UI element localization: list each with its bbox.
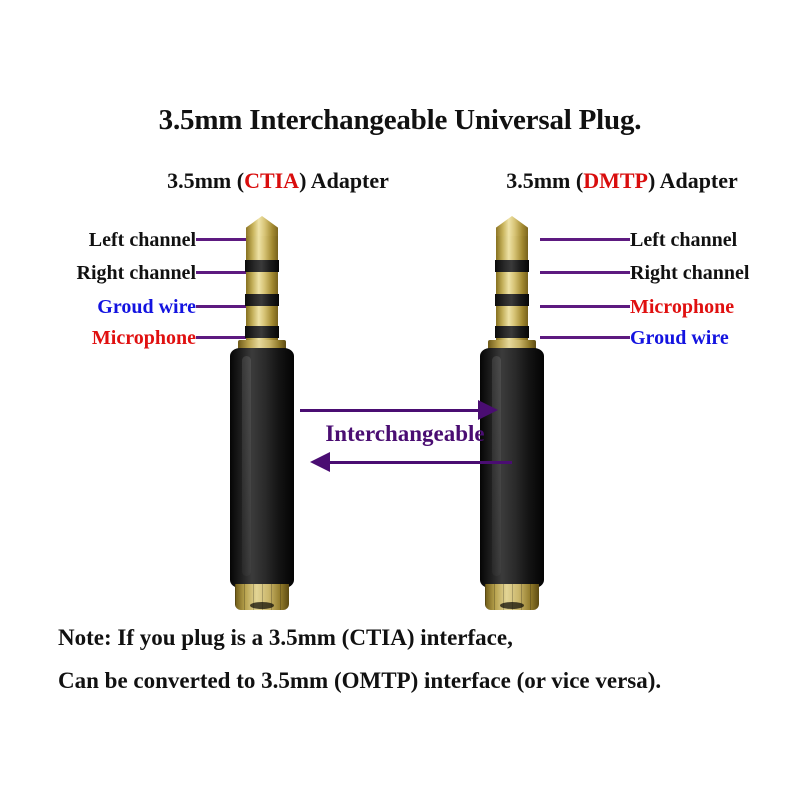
right-adapter-subtitle: 3.5mm (DMTP) Adapter	[462, 168, 782, 194]
right-label-right-channel: Right channel	[630, 262, 750, 284]
plug-socket-opening	[500, 602, 524, 609]
leader-line-left-1	[196, 238, 260, 241]
leader-line-left-3	[196, 305, 260, 308]
plug-segment-2	[496, 272, 528, 294]
right-label-left-channel: Left channel	[630, 229, 738, 251]
plug-segment-3	[496, 306, 528, 326]
leader-line-right-4	[540, 336, 630, 339]
plug-insulator-ring-2	[495, 294, 529, 306]
leader-line-right-1	[540, 238, 630, 241]
left-adapter-suffix: ) Adapter	[299, 168, 389, 193]
right-adapter-prefix: 3.5mm (	[506, 168, 584, 193]
note-line-2: Can be converted to 3.5mm (OMTP) interfa…	[58, 668, 662, 693]
right-adapter-suffix: ) Adapter	[647, 168, 738, 193]
left-label-left-channel: Left channel	[88, 229, 196, 251]
right-label-microphone: Microphone	[630, 296, 735, 318]
left-adapter-standard: CTIA	[244, 168, 300, 193]
note-line-1: Note: If you plug is a 3.5mm (CTIA) inte…	[58, 625, 513, 650]
left-label-right-channel: Right channel	[76, 262, 196, 284]
leader-line-left-2	[196, 271, 260, 274]
right-adapter-plug-image	[452, 216, 572, 612]
leader-line-right-2	[540, 271, 630, 274]
plug-insulator-ring-3	[245, 326, 279, 338]
plug-insulator-ring-3	[495, 326, 529, 338]
right-label-ground-wire: Groud wire	[630, 327, 729, 349]
plug-body-barrel	[230, 348, 294, 588]
plug-segment-2	[246, 272, 278, 294]
plug-socket-opening	[250, 602, 274, 609]
plug-tip-left-channel-contact	[246, 216, 278, 236]
page-title: 3.5mm Interchangeable Universal Plug.	[158, 104, 642, 136]
plug-body-barrel	[480, 348, 544, 588]
plug-insulator-ring-2	[245, 294, 279, 306]
plug-segment-1	[496, 236, 528, 260]
leader-line-right-3	[540, 305, 630, 308]
plug-tip-left-channel-contact	[496, 216, 528, 236]
plug-body-highlight	[242, 356, 251, 576]
left-label-microphone: Microphone	[91, 327, 196, 349]
arrow-right-shaft	[300, 409, 480, 412]
left-adapter-subtitle: 3.5mm (CTIA) Adapter	[118, 168, 438, 194]
plug-body-highlight	[492, 356, 501, 576]
left-adapter-prefix: 3.5mm (	[167, 168, 245, 193]
plug-insulator-ring-1	[245, 260, 279, 272]
plug-segment-1	[246, 236, 278, 260]
left-adapter-plug-image	[202, 216, 322, 612]
interchangeable-caption: Interchangeable	[325, 421, 485, 446]
plug-segment-3	[246, 306, 278, 326]
left-label-ground-wire: Groud wire	[97, 296, 196, 318]
plug-insulator-ring-1	[495, 260, 529, 272]
leader-line-left-4	[196, 336, 260, 339]
arrow-right-icon	[478, 400, 498, 420]
arrow-left-shaft	[330, 461, 512, 464]
arrow-left-icon	[310, 452, 330, 472]
right-adapter-standard: DMTP	[583, 168, 648, 193]
